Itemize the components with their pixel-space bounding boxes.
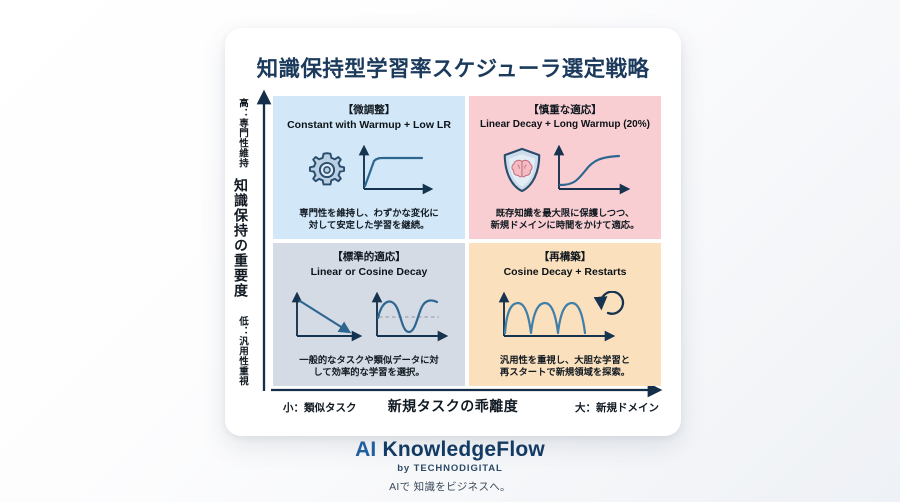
y-axis-top-label: 高：専門性維持 xyxy=(237,98,248,168)
y-axis-bottom-label: 低：汎用性重視 xyxy=(237,316,248,386)
quadrant-description: 汎用性を重視し、大胆な学習と 再スタートで新規領域を探索。 xyxy=(499,354,631,378)
shield-brain-icon xyxy=(503,147,541,192)
s-curve-chart xyxy=(553,144,631,195)
brand-main: KnowledgeFlow xyxy=(382,438,545,461)
quadrant-description: 一般的なタスクや類似データに対 して効率的な学習を選択。 xyxy=(299,354,439,378)
x-axis-left-label: 小：類似タスク xyxy=(283,402,357,414)
quadrant-subheading: Linear or Cosine Decay xyxy=(310,266,428,279)
quadrant-cautious-adaptation[interactable]: 【慎重な適応】 Linear Decay + Long Warmup (20%) xyxy=(469,96,661,239)
cosine-restarts-chart xyxy=(498,291,625,342)
y-axis xyxy=(255,88,273,393)
restart-arrow-icon xyxy=(593,291,625,315)
cosine-decay-chart xyxy=(371,292,449,342)
quadrant-subheading: Constant with Warmup + Low LR xyxy=(287,119,451,132)
quadrant-heading: 【微調整】 xyxy=(342,104,396,116)
quadrant-standard-adaptation[interactable]: 【標準的適応】 Linear or Cosine Decay xyxy=(273,243,465,386)
warmup-constant-curve-chart xyxy=(358,145,434,195)
brand-byline: by TECHNODIGITAL xyxy=(397,463,503,474)
quadrant-rebuild[interactable]: 【再構築】 Cosine Decay + Restarts xyxy=(469,243,661,386)
quadrant-subheading: Cosine Decay + Restarts xyxy=(503,266,627,279)
x-axis-title: 新規タスクの乖離度 xyxy=(387,398,519,414)
quadrant-artwork xyxy=(280,280,458,354)
quadrant-description: 既存知識を最大限に保護しつつ、 新規ドメインに時間をかけて適応。 xyxy=(490,207,640,231)
quadrant-heading: 【標準的適応】 xyxy=(332,251,406,263)
brand-name: AI KnowledgeFlow xyxy=(0,438,900,462)
quadrant-heading: 【再構築】 xyxy=(538,251,592,263)
linear-decay-chart xyxy=(291,292,363,342)
strategy-matrix-card: 知識保持型学習率スケジューラ選定戦略 高：専門性維持 知識保持の重要度 低：汎用… xyxy=(225,28,681,436)
quadrant-fine-tuning[interactable]: 【微調整】 Constant with Warmup + Low LR xyxy=(273,96,465,239)
quadrant-artwork xyxy=(280,133,458,207)
brand-prefix: AI xyxy=(355,438,383,461)
quadrant-artwork xyxy=(476,133,654,207)
footer-branding: AI KnowledgeFlow by TECHNODIGITAL AIで 知識… xyxy=(0,438,900,494)
x-axis xyxy=(269,382,665,400)
x-axis-arrow xyxy=(271,382,663,398)
gear-icon xyxy=(308,152,346,186)
quadrant-subheading: Linear Decay + Long Warmup (20%) xyxy=(480,119,650,131)
y-axis-arrow xyxy=(256,89,272,391)
quadrant-heading: 【慎重な適応】 xyxy=(528,104,602,116)
x-axis-right-label: 大：新規ドメイン xyxy=(575,402,659,414)
page-title: 知識保持型学習率スケジューラ選定戦略 xyxy=(256,57,650,81)
quadrant-matrix: 【微調整】 Constant with Warmup + Low LR xyxy=(273,96,661,386)
y-axis-title: 知識保持の重要度 xyxy=(233,178,249,298)
quadrant-description: 専門性を維持し、わずかな変化に 対して安定した学習を継続。 xyxy=(299,207,439,231)
brand-tagline: AIで 知識をビジネスへ。 xyxy=(389,481,511,493)
brain-glyph xyxy=(511,159,533,178)
quadrant-artwork xyxy=(476,280,654,354)
